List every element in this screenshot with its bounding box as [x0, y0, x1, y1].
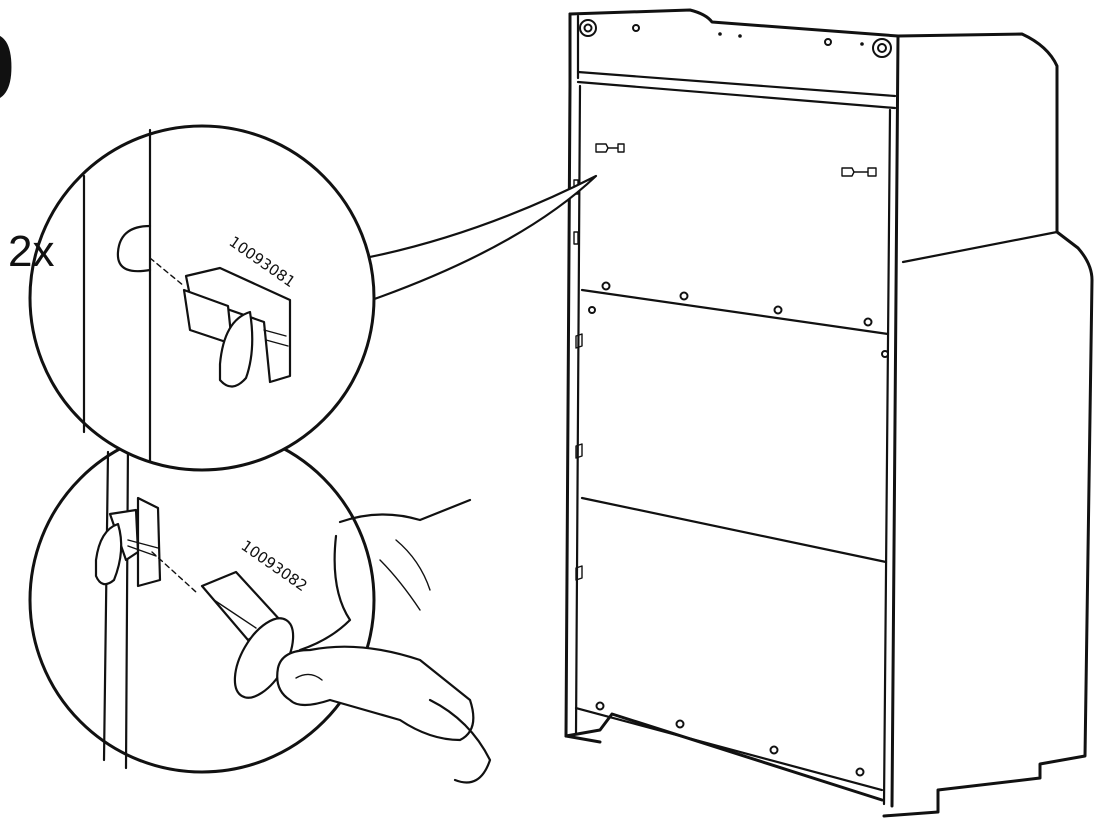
- quantity-label: 2x: [8, 227, 54, 276]
- step-number: 0: [0, 14, 15, 121]
- clip-location-right: [841, 167, 877, 177]
- clip-bracket-icon: [94, 496, 162, 588]
- detail-circle-top: 10093081: [28, 124, 598, 472]
- clip-location-left: [595, 143, 625, 153]
- detail-circle-bottom: 10093082: [28, 426, 492, 784]
- clip-bracket-icon: [182, 266, 292, 388]
- hand-pressing-icon: [276, 498, 492, 784]
- cabinet-back-icon: [564, 8, 1094, 818]
